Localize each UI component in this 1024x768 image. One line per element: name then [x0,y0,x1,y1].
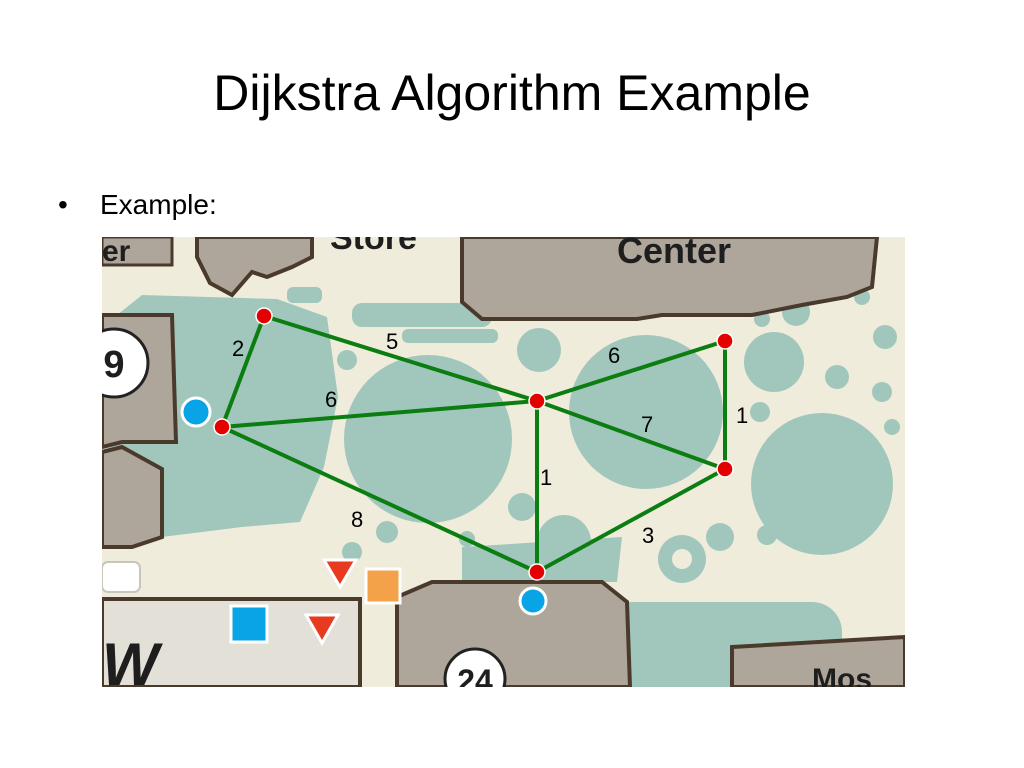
edge-weight-e-f: 3 [642,523,654,548]
building-badge-24: 24 [443,647,507,687]
building-badge-9: 9 [102,327,150,399]
edge-e-f [535,467,727,574]
edge-weight-d-f: 1 [736,403,748,428]
edge-b-c [220,399,539,429]
marker-blue-circle-left [180,396,212,428]
edge-weight-a-c: 5 [386,329,398,354]
building-bottom-left-white [102,561,141,593]
campus-map: er Store Center Mos W 9 24 [102,237,905,687]
building-number-24: 24 [457,663,493,687]
building-bottom-right [730,634,905,687]
graph-nodes [213,307,734,581]
building-bottom-center [395,580,633,687]
marker-red-triangle-top [321,558,359,590]
building-number-9: 9 [103,344,124,386]
marker-red-triangle-bottom [303,613,341,647]
node-d [716,332,734,350]
building-top-center [460,237,880,321]
map-svg: er Store Center Mos W 9 24 [102,237,905,687]
edge-b-e [220,425,539,574]
building-top-left [102,237,174,267]
node-a [255,307,273,325]
node-f [716,460,734,478]
slide-title: Dijkstra Algorithm Example [213,65,811,121]
edge-c-d [535,339,727,403]
marker-orange-square [364,567,402,605]
node-c [528,392,546,410]
building-top-store [195,237,314,298]
edge-c-f [535,399,727,471]
edge-a-c [262,314,539,403]
map-label-store: Store [330,237,417,257]
bullet-item: • Example: [58,189,217,221]
edge-weight-b-e: 8 [351,507,363,532]
edge-weight-c-e: 1 [540,465,552,490]
node-e [528,563,546,581]
graph-edges [220,314,727,574]
bullet-text: Example: [100,189,217,220]
edge-weight-c-f: 7 [641,412,653,437]
edge-weight-a-b: 2 [232,336,244,361]
map-label-center: Center [617,237,731,271]
edge-weight-c-d: 6 [608,343,620,368]
map-label-bottom-left: W [102,631,163,687]
bullet-marker: • [58,189,68,220]
map-label-bottom-right: Mos [812,663,872,687]
park-areas [102,287,900,687]
edge-weight-b-c: 6 [325,387,337,412]
marker-blue-square [229,604,269,644]
edge-weights: 2 5 6 8 1 6 7 1 3 [232,329,748,548]
node-b [213,418,231,436]
map-label-top-left: er [102,237,131,268]
marker-blue-circle-bottom [518,586,548,616]
edge-a-b [220,314,266,429]
